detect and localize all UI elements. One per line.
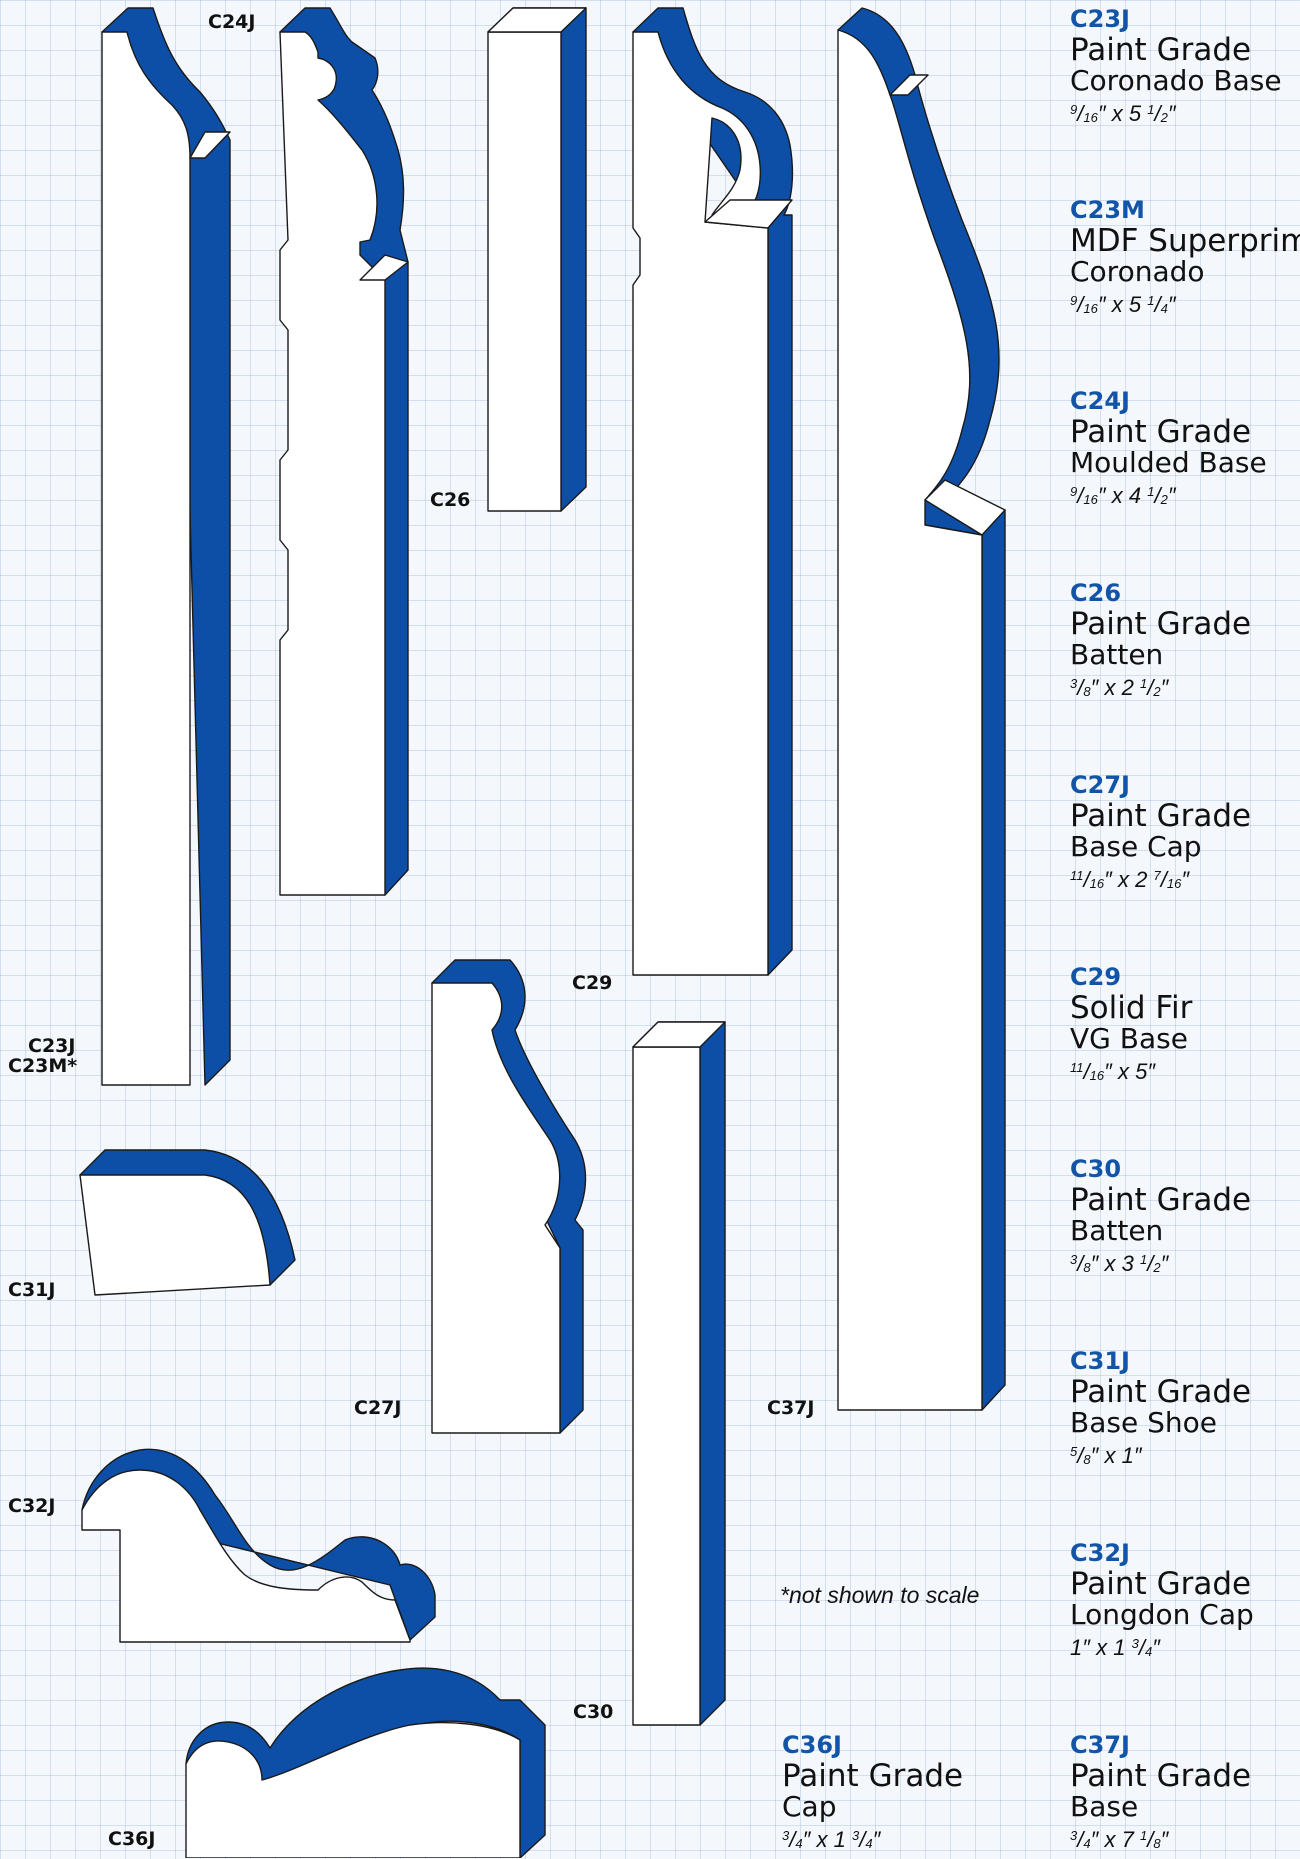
profile-label-c30: C30 — [573, 1701, 614, 1723]
spec-c26: C26 Paint Grade Batten 3/8″ x 2 1/2″ — [1070, 578, 1300, 707]
profile-c23j — [101, 7, 231, 1086]
spec-code: C31J — [1070, 1347, 1130, 1375]
profile-label-c27j: C27J — [354, 1397, 402, 1419]
spec-c23m: C23M MDF Superprime Coronado 9/16″ x 5 1… — [1070, 195, 1300, 324]
spec-size: 9/16″ x 5 1/4″ — [1070, 292, 1176, 317]
profile-c24j — [279, 7, 409, 896]
scale-footnote: *not shown to scale — [780, 1582, 980, 1608]
spec-size: 3/8″ x 2 1/2″ — [1070, 675, 1169, 700]
spec-grade: Paint Grade — [1070, 798, 1252, 834]
spec-name: Cap — [782, 1790, 837, 1823]
spec-size: 5/8″ x 1″ — [1070, 1443, 1142, 1468]
spec-name: Batten — [1070, 638, 1164, 671]
profile-label-c23j: C23J — [28, 1035, 76, 1057]
spec-c31j: C31J Paint Grade Base Shoe 5/8″ x 1″ — [1070, 1346, 1300, 1475]
profile-label-c37j: C37J — [767, 1397, 815, 1419]
spec-code: C37J — [1070, 1731, 1130, 1759]
profile-label-c36j: C36J — [108, 1828, 156, 1850]
spec-grade: MDF Superprime — [1070, 223, 1300, 259]
profile-c37j — [837, 7, 1006, 1411]
spec-name: VG Base — [1070, 1022, 1188, 1055]
spec-size: 9/16″ x 5 1/2″ — [1070, 101, 1176, 126]
profile-label-c23m: C23M* — [8, 1055, 78, 1077]
spec-name: Batten — [1070, 1214, 1164, 1247]
spec-c37j: C37J Paint Grade Base 3/4″ x 7 1/8″ — [1070, 1730, 1300, 1859]
spec-c32j: C32J Paint Grade Longdon Cap 1″ x 1 3/4″ — [1070, 1538, 1300, 1667]
spec-c29: C29 Solid Fir VG Base 11/16″ x 5″ — [1070, 962, 1300, 1091]
profile-c29 — [632, 7, 794, 976]
profile-c32j — [81, 1448, 436, 1643]
spec-name: Moulded Base — [1070, 446, 1267, 479]
spec-code: C32J — [1070, 1539, 1130, 1567]
spec-grade: Paint Grade — [1070, 1566, 1252, 1602]
spec-code: C36J — [782, 1731, 842, 1759]
spec-name: Coronado Base — [1070, 64, 1282, 97]
spec-grade: Paint Grade — [1070, 1374, 1252, 1410]
spec-name: Base — [1070, 1790, 1139, 1823]
spec-size: 11/16″ x 5″ — [1070, 1059, 1156, 1084]
spec-code: C30 — [1070, 1155, 1122, 1183]
profile-label-c29: C29 — [572, 972, 613, 994]
spec-grade: Solid Fir — [1070, 990, 1193, 1026]
profile-c36j — [185, 1667, 546, 1858]
spec-grade: Paint Grade — [1070, 1182, 1252, 1218]
spec-size: 3/8″ x 3 1/2″ — [1070, 1251, 1169, 1276]
spec-name: Base Shoe — [1070, 1406, 1217, 1439]
profile-c30 — [632, 1021, 726, 1726]
spec-code: C27J — [1070, 771, 1130, 799]
spec-size: 9/16″ x 4 1/2″ — [1070, 483, 1176, 508]
spec-name: Base Cap — [1070, 830, 1202, 863]
spec-grade: Paint Grade — [782, 1758, 964, 1794]
spec-code: C23J — [1070, 5, 1130, 33]
spec-name: Longdon Cap — [1070, 1598, 1254, 1631]
spec-grade: Paint Grade — [1070, 1758, 1252, 1794]
profile-label-c24j: C24J — [208, 11, 256, 33]
spec-size: 11/16″ x 2 7/16″ — [1070, 867, 1190, 892]
profile-label-c32j: C32J — [8, 1495, 56, 1517]
spec-code: C26 — [1070, 579, 1122, 607]
spec-c23j: C23J Paint Grade Coronado Base 9/16″ x 5… — [1070, 4, 1300, 133]
spec-size: 3/4″ x 1 3/4″ — [782, 1827, 881, 1852]
spec-c30: C30 Paint Grade Batten 3/8″ x 3 1/2″ — [1070, 1154, 1300, 1283]
spec-code: C24J — [1070, 387, 1130, 415]
spec-grade: Paint Grade — [1070, 414, 1252, 450]
spec-grade: Paint Grade — [1070, 32, 1252, 68]
profile-c27j — [431, 959, 587, 1434]
spec-size: 1″ x 1 3/4″ — [1070, 1635, 1161, 1660]
spec-c24j: C24J Paint Grade Moulded Base 9/16″ x 4 … — [1070, 386, 1300, 515]
spec-grade: Paint Grade — [1070, 606, 1252, 642]
spec-c27j: C27J Paint Grade Base Cap 11/16″ x 2 7/1… — [1070, 770, 1300, 899]
spec-name: Coronado — [1070, 255, 1205, 288]
profile-c31j — [79, 1149, 296, 1296]
spec-code: C23M — [1070, 196, 1145, 224]
profile-label-c26: C26 — [430, 489, 471, 511]
spec-size: 3/4″ x 7 1/8″ — [1070, 1827, 1169, 1852]
profile-label-c31j: C31J — [8, 1279, 56, 1301]
profile-c26 — [487, 7, 587, 512]
spec-c36j: C36J Paint Grade Cap 3/4″ x 1 3/4″ — [782, 1730, 1012, 1859]
spec-code: C29 — [1070, 963, 1122, 991]
